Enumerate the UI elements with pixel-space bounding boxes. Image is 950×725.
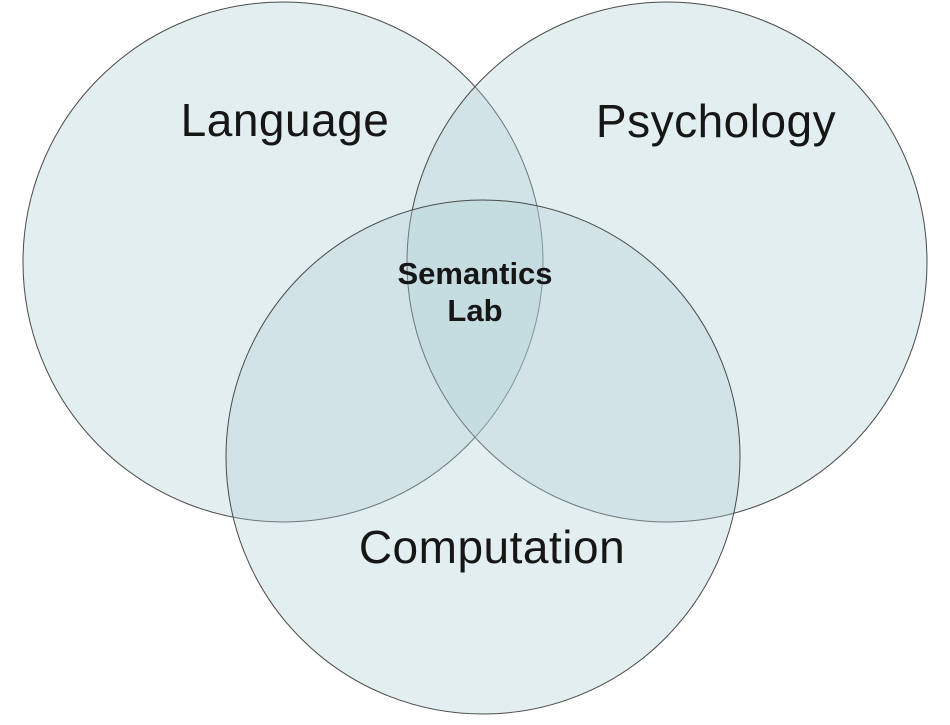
language-circle-label: Language [180, 94, 390, 146]
computation-circle-label: Computation [358, 521, 626, 573]
psychology-circle [406, 1, 928, 523]
psychology-circle-label: Psychology [595, 95, 837, 147]
center-intersection-label: Semantics Lab [397, 255, 552, 329]
center-label-line1: Semantics [397, 256, 553, 291]
language-circle [22, 1, 544, 523]
computation-circle [225, 199, 741, 715]
center-label-line2: Lab [447, 293, 503, 328]
